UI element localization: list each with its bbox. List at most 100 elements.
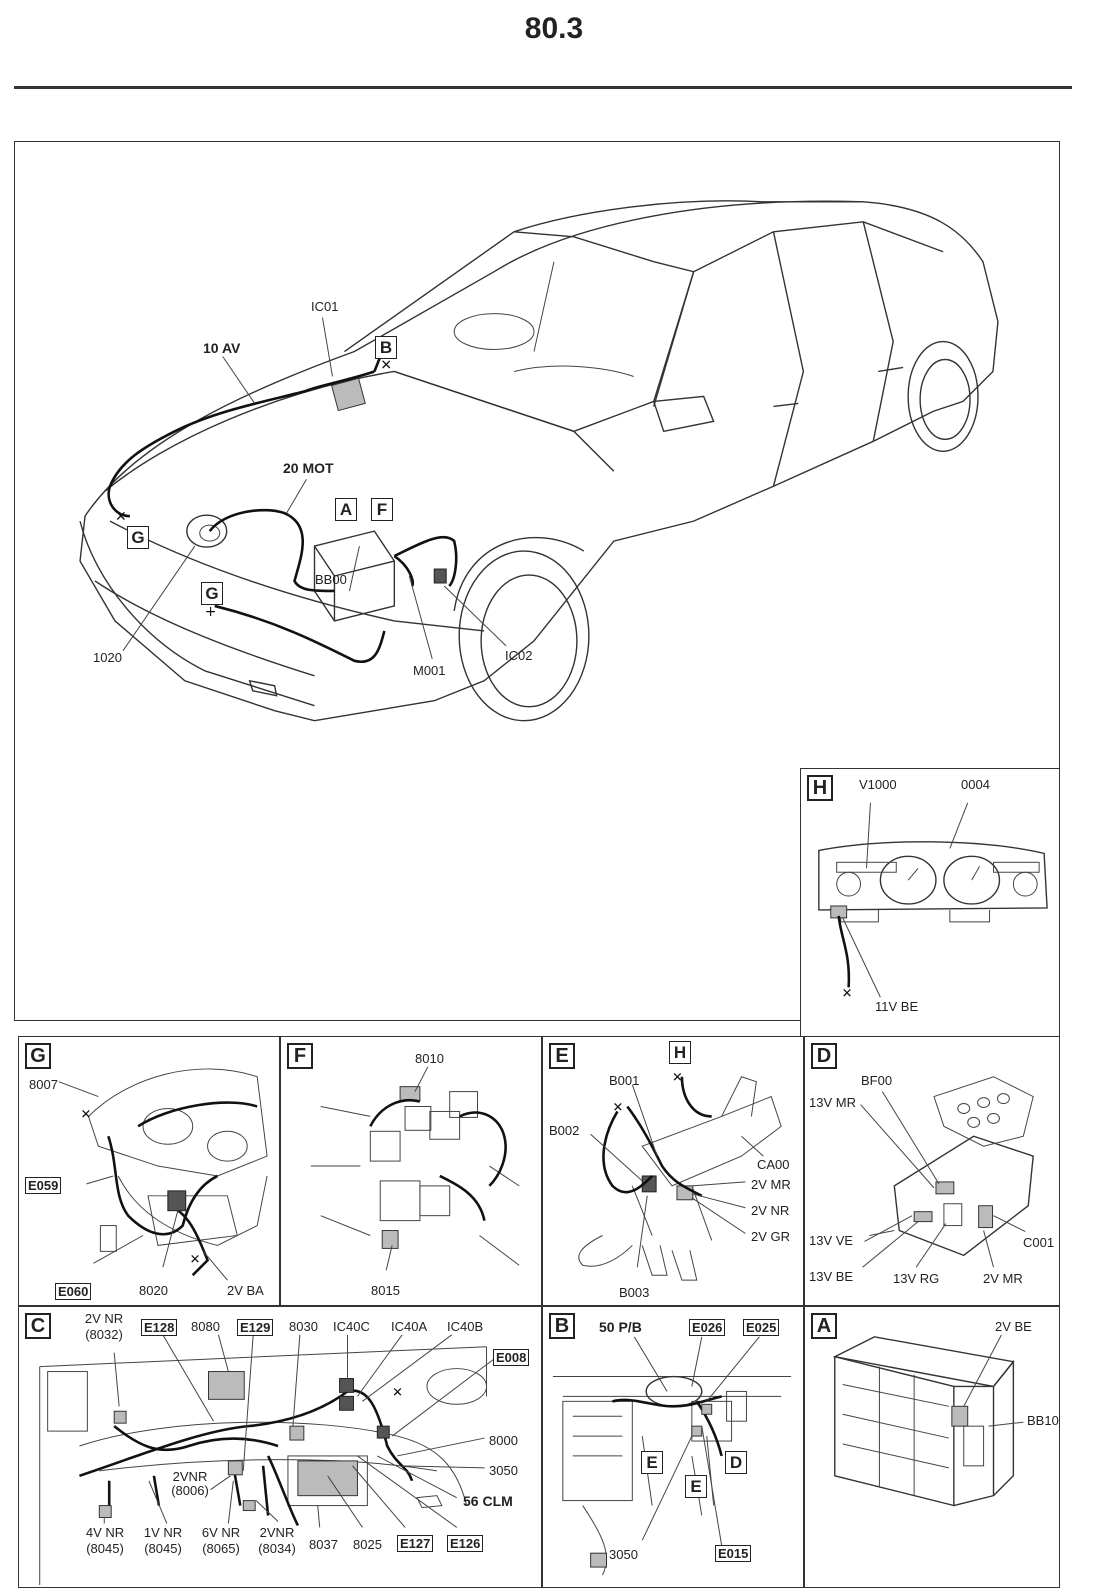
label-8045-a: (8045): [86, 1541, 124, 1556]
label-8032: (8032): [85, 1327, 123, 1342]
panel-e: E ✕ ✕ H B001 B002 CA00 2V MR 2V NR 2V GR…: [542, 1036, 804, 1306]
harness-label-56clm: 56 CLM: [463, 1493, 513, 1509]
label-13v-be: 13V BE: [809, 1269, 854, 1284]
instrument-cluster-drawing: ✕: [818, 802, 1048, 1001]
panel-c: C: [18, 1306, 542, 1588]
label-8037: 8037: [309, 1537, 338, 1552]
label-8020: 8020: [139, 1283, 168, 1298]
engine-bay-g-drawing: ✕ ✕: [58, 1068, 268, 1281]
connector-e129: E129: [237, 1319, 274, 1336]
connector-e127: E127: [397, 1535, 434, 1552]
marker-e-right: E: [685, 1475, 707, 1498]
connector-e026: E026: [689, 1319, 726, 1336]
dashboard-c-drawing: ✕: [39, 1334, 495, 1586]
label-13v-rg: 13V RG: [893, 1271, 940, 1286]
label-ic40a: IC40A: [391, 1319, 428, 1334]
label-b002: B002: [549, 1123, 580, 1138]
label-8080: 8080: [191, 1319, 220, 1334]
connector-e060: E060: [55, 1283, 92, 1300]
label-m001: M001: [413, 663, 446, 678]
label-6v-nr: 6V NR: [201, 1525, 241, 1540]
label-3050-c: 3050: [489, 1463, 518, 1478]
panel-b-letter: B: [549, 1313, 575, 1339]
page-number: 80.3: [524, 12, 584, 45]
connector-e128: E128: [141, 1319, 178, 1336]
label-c001: C001: [1023, 1235, 1055, 1250]
label-4v-nr: 4V NR: [85, 1525, 125, 1540]
panel-b: B 50 P/B E026 E025 E D E 3050 E015: [542, 1306, 804, 1588]
label-13v-ve: 13V VE: [809, 1233, 854, 1248]
steering-column-e-drawing: ✕ ✕: [578, 1071, 782, 1281]
label-2v-mr-d: 2V MR: [983, 1271, 1023, 1286]
label-1020: 1020: [93, 650, 122, 665]
harness-label-10av: 10 AV: [203, 340, 241, 356]
panel-h-letter: H: [807, 775, 833, 801]
panel-d: D BF00 13V MR 13V VE 13V BE 13V RG 2V MR…: [804, 1036, 1060, 1306]
label-3050-b: 3050: [609, 1547, 638, 1562]
label-1v-nr: 1V NR: [143, 1525, 183, 1540]
label-11v-be: 11V BE: [875, 999, 919, 1014]
panel-d-letter: D: [811, 1043, 837, 1069]
marker-e-left: E: [641, 1451, 663, 1474]
car-drawing: ✕ ✕ +: [79, 200, 999, 722]
label-ic02: IC02: [505, 648, 533, 663]
svg-text:+: +: [205, 604, 217, 620]
label-ca00: CA00: [757, 1157, 790, 1172]
marker-d: D: [725, 1451, 747, 1474]
location-box-g-front: G: [127, 526, 149, 549]
label-bb10: BB10: [1027, 1413, 1059, 1428]
label-2v-nr-e: 2V NR: [751, 1203, 790, 1218]
label-8010: 8010: [415, 1051, 444, 1066]
label-bf00: BF00: [861, 1073, 893, 1088]
label-8025: 8025: [353, 1537, 382, 1552]
label-8065: (8065): [202, 1541, 240, 1556]
svg-text:✕: ✕: [672, 1071, 683, 1086]
label-ic40c: IC40C: [333, 1319, 370, 1334]
svg-text:✕: ✕: [842, 986, 853, 1001]
label-2vnr-upper: 2VNR: [172, 1469, 208, 1484]
connector-e025: E025: [743, 1319, 780, 1336]
panel-c-letter: C: [25, 1313, 51, 1339]
svg-text:✕: ✕: [115, 509, 127, 525]
label-8006: (8006): [171, 1483, 209, 1498]
label-8015: 8015: [371, 1283, 400, 1298]
svg-text:✕: ✕: [190, 1252, 201, 1267]
main-car-panel: ✕ ✕ + 10 AV 20 MOT IC01 BB00 1020 M001 I…: [14, 141, 1060, 1021]
label-v1000: V1000: [859, 777, 897, 792]
label-b001: B001: [609, 1073, 640, 1088]
connector-e059: E059: [25, 1177, 62, 1194]
harness-label-50pb: 50 P/B: [599, 1319, 642, 1335]
svg-text:✕: ✕: [392, 1385, 403, 1400]
label-2v-be: 2V BE: [995, 1319, 1032, 1334]
panel-f-letter: F: [287, 1043, 313, 1069]
header-rule: [14, 86, 1072, 89]
label-b003: B003: [619, 1285, 650, 1300]
panel-h: H ✕ V1000 0004 11V BE: [800, 768, 1060, 1038]
location-box-a: A: [335, 498, 357, 521]
label-8034: (8034): [258, 1541, 296, 1556]
label-8000: 8000: [489, 1433, 518, 1448]
panel-f: F 8010 8015: [280, 1036, 542, 1306]
fuse-box-d-drawing: [860, 1076, 1034, 1268]
label-8030: 8030: [289, 1319, 318, 1334]
svg-text:✕: ✕: [81, 1107, 92, 1122]
label-ic40b: IC40B: [447, 1319, 484, 1334]
label-2v-nr-c: 2V NR: [84, 1311, 124, 1326]
connector-e126: E126: [447, 1535, 484, 1552]
label-2v-gr: 2V GR: [751, 1229, 791, 1244]
location-box-f: F: [371, 498, 393, 521]
relay-box-f-drawing: [310, 1066, 520, 1271]
panel-g-letter: G: [25, 1043, 51, 1069]
dashboard-b-drawing: [552, 1336, 792, 1576]
panel-a-letter: A: [811, 1313, 837, 1339]
harness-label-20mot: 20 MOT: [283, 460, 334, 476]
panel-e-letter: E: [549, 1043, 575, 1069]
label-2v-ba: 2V BA: [227, 1283, 264, 1298]
label-2vnr-lower: 2VNR: [259, 1525, 295, 1540]
connector-e015: E015: [715, 1545, 752, 1562]
label-2v-mr-e: 2V MR: [751, 1177, 791, 1192]
label-8045-b: (8045): [144, 1541, 182, 1556]
connector-e008: E008: [493, 1349, 530, 1366]
svg-text:✕: ✕: [380, 357, 392, 373]
panel-g: G ✕ ✕ 8007 E059 E060 8020 2V BA: [18, 1036, 280, 1306]
